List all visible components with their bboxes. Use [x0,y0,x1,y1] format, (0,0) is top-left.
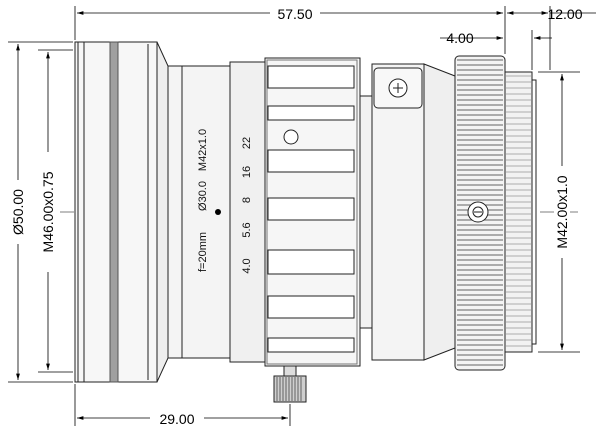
aperture-8: 8 [241,197,253,203]
dim-mount-thread: M42.00x1.0 [538,71,580,353]
dim-filter-thread: M46.00x0.75 [38,49,73,373]
svg-text:57.50: 57.50 [277,6,312,22]
ring-slot [267,337,355,353]
dim-front-to-knob: 29.00 [74,384,291,427]
svg-text:29.00: 29.00 [159,411,194,427]
ring-slot [267,249,355,275]
lens-body [167,61,266,363]
aperture-5-6: 5.6 [241,222,253,237]
bore-label: Ø30.0 [197,181,209,211]
aperture-16: 16 [241,166,253,178]
ring-slot [267,105,355,121]
aperture-22: 22 [241,137,253,149]
lens-markings: f=20mm Ø30.0 M42x1.0 22 16 8 5.6 4.0 [197,129,253,274]
svg-text:M42.00x1.0: M42.00x1.0 [554,175,570,248]
focal-length-label: f=20mm [197,232,209,272]
knurled-ring [454,55,506,371]
svg-text:M46.00x0.75: M46.00x0.75 [40,171,56,252]
svg-text:12.00: 12.00 [547,6,582,22]
lock-knob [273,365,307,403]
front-barrel [74,41,169,383]
ring-index-dot [283,129,299,145]
dim-outer-diameter: Ø50.00 [8,41,73,383]
thread-marking-label: M42x1.0 [197,129,209,171]
dim-total-length: 57.50 [74,5,506,54]
ring-slots [267,65,355,353]
ring-slot [267,197,355,221]
rear-body [359,63,456,361]
center-dot [215,209,221,215]
aperture-4-0: 4.0 [241,258,253,273]
focus-ring [264,57,361,367]
svg-text:4.00: 4.00 [446,30,473,46]
dim-mount-step: 4.00 [440,30,552,70]
svg-text:Ø50.00: Ø50.00 [10,189,26,235]
mount-thread [504,71,537,353]
ring-slot [267,149,355,173]
ring-slot [267,295,355,319]
ring-slot [267,65,355,89]
